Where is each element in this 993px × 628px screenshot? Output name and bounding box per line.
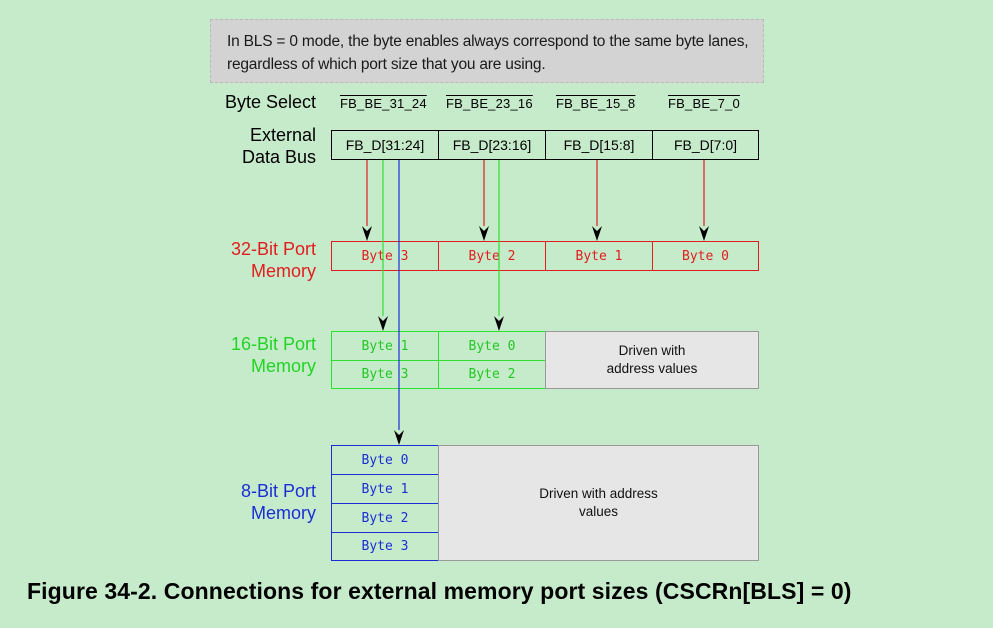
arrow-head-32-byte-1 [592, 226, 602, 241]
port8-label-line2: Memory [250, 503, 316, 523]
port32-byte-0: Byte 0 [652, 241, 759, 271]
external-bus-label-line1: External [249, 125, 316, 145]
port8-driven-area: Driven with address values [438, 445, 759, 561]
port16-label-line1: 16-Bit Port [230, 334, 316, 354]
port32-label: 32-Bit Port Memory [160, 238, 316, 282]
external-bus-label-line2: Data Bus [241, 147, 316, 167]
data-bus-7-0: FB_D[7:0] [652, 130, 759, 160]
byte-select-7-0: FB_BE_7_0 [668, 96, 740, 111]
figure-caption: Figure 34-2. Connections for external me… [27, 578, 852, 604]
port8-label: 8-Bit Port Memory [160, 480, 316, 524]
port32-label-line2: Memory [250, 261, 316, 281]
arrow-head-32-byte-0 [699, 226, 709, 241]
port32-label-line1: 32-Bit Port [230, 239, 316, 259]
byte-select-23-16: FB_BE_23_16 [446, 96, 533, 111]
arrow-head-32-byte-3 [362, 226, 372, 241]
byte-select-31-24: FB_BE_31_24 [340, 96, 427, 111]
external-bus-label: External Data Bus [160, 124, 316, 168]
port16-driven-area: Driven with address values [545, 331, 759, 389]
port16-label-line2: Memory [250, 356, 316, 376]
note-box: In BLS = 0 mode, the byte enables always… [210, 19, 764, 83]
port8-label-line1: 8-Bit Port [240, 481, 316, 501]
byte-select-15-8: FB_BE_15_8 [556, 96, 636, 111]
byte-select-label: Byte Select [224, 92, 316, 112]
arrow-head-8-byte-0 [394, 430, 404, 445]
arrow-head-16-byte-1 [378, 316, 388, 331]
arrow-head-16-byte-0 [494, 316, 504, 331]
arrow-head-32-byte-2 [479, 226, 489, 241]
port16-label: 16-Bit Port Memory [160, 333, 316, 377]
